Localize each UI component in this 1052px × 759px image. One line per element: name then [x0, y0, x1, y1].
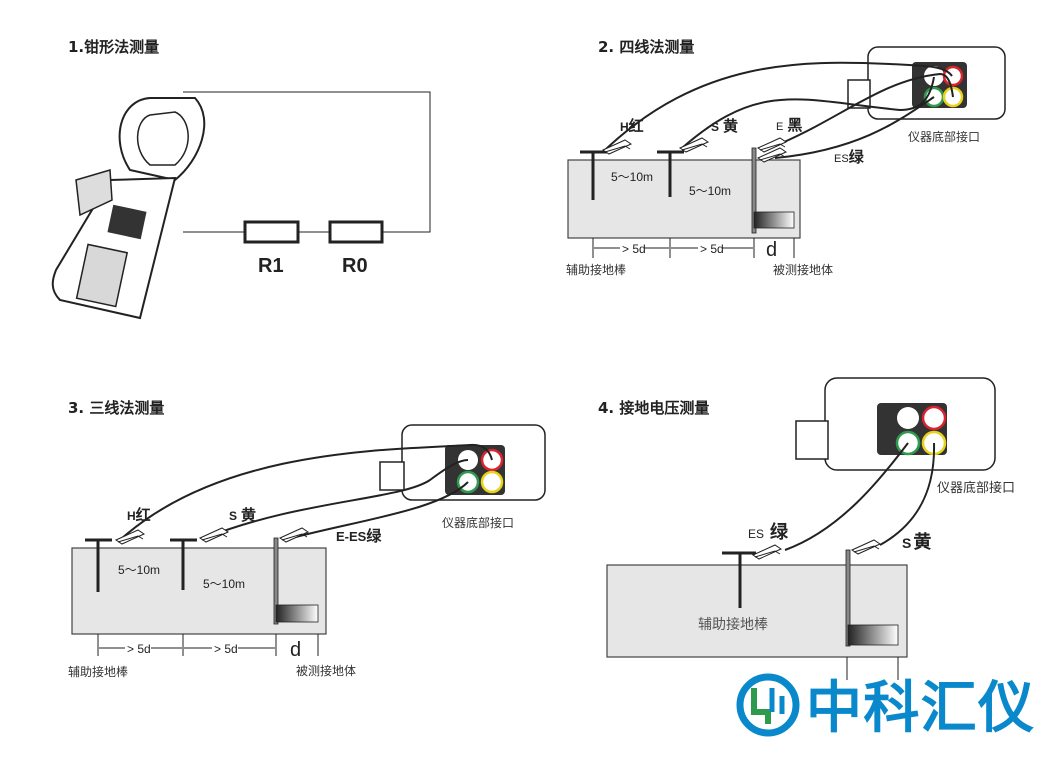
- port-label: 仪器底部接口: [937, 480, 1015, 496]
- aux-rod-label: 辅助接地棒: [566, 262, 626, 277]
- panel-title: 1.钳形法测量: [68, 38, 159, 56]
- r1-label: R1: [258, 255, 284, 277]
- h-label: H红: [620, 117, 644, 135]
- aux-rod-label: 辅助接地棒: [68, 664, 128, 679]
- resistor-r1: [243, 220, 300, 244]
- d-label: d: [290, 639, 301, 661]
- panel-title: 2. 四线法测量: [598, 38, 694, 56]
- port-label: 仪器底部接口: [908, 129, 980, 144]
- d-label: d: [766, 239, 777, 261]
- es-label: ES绿: [834, 148, 865, 166]
- port-label: 仪器底部接口: [442, 515, 514, 530]
- distance-label: 5～10m: [203, 577, 245, 591]
- circuit-wire: [183, 91, 431, 233]
- test-body-label: 被测接地体: [296, 663, 356, 678]
- port-e: [897, 407, 919, 429]
- spacing-label: > 5d: [127, 642, 151, 656]
- panel-clamp-method: 1.钳形法测量 R1 R0: [51, 38, 431, 320]
- r0-label: R0: [342, 255, 368, 277]
- distance-label: 5～10m: [118, 563, 160, 577]
- logo-circle-icon: [736, 673, 800, 737]
- test-body-label: 被测接地体: [773, 262, 833, 277]
- aux-rod-label: 辅助接地棒: [698, 616, 768, 633]
- h-label: H红: [127, 506, 151, 524]
- resistor-r0: [328, 220, 384, 244]
- panel-title: 3. 三线法测量: [68, 399, 164, 417]
- meter-device: [847, 46, 1006, 120]
- clamp-meter-icon: [51, 97, 206, 320]
- port-s: [480, 470, 504, 494]
- e-es-label: E-ES绿: [336, 527, 382, 545]
- brand-logo: 中科汇仪: [736, 673, 1034, 741]
- meter-device: [795, 377, 996, 471]
- distance-label: 5～10m: [611, 170, 653, 184]
- distance-label: 5～10m: [689, 184, 731, 198]
- port-h: [921, 405, 947, 431]
- spacing-label: > 5d: [214, 642, 238, 656]
- logo-text: 中科汇仪: [806, 676, 1034, 741]
- panel-title: 4. 接地电压测量: [598, 399, 709, 417]
- spacing-label: > 5d: [700, 242, 724, 256]
- meter-device: [379, 424, 546, 501]
- spacing-label: > 5d: [622, 242, 646, 256]
